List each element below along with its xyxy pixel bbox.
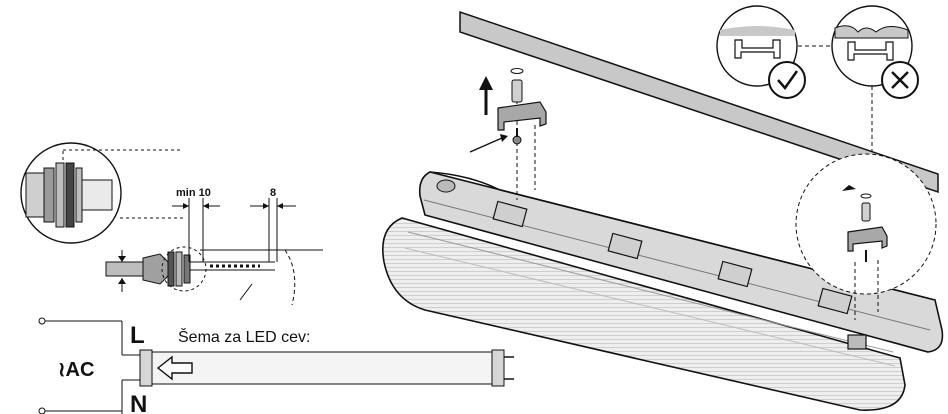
min-10-label: min 10 <box>176 187 211 199</box>
ac-supply-label: ≀AC <box>58 359 94 381</box>
check-icon <box>768 61 806 99</box>
zoom-connector <box>62 149 185 219</box>
housing-clips <box>492 200 867 350</box>
line-terminal-label: L <box>130 322 145 349</box>
callout-connectors <box>798 45 873 152</box>
wiring-schematic <box>38 317 140 414</box>
neutral-terminal-label: N <box>130 391 147 414</box>
left-arrow-icon <box>156 355 193 381</box>
cross-icon <box>881 61 919 99</box>
up-arrow-icon <box>479 76 493 115</box>
luminaire-diffuser <box>382 217 906 411</box>
led-tube <box>139 349 514 387</box>
dimension-strip-8: 8 <box>250 187 296 262</box>
mounting-bracket-left <box>497 68 547 200</box>
strip-8-label: 8 <box>270 187 276 199</box>
insert-arrow <box>469 134 508 153</box>
wiring-title: Šema za LED cev: <box>178 327 311 346</box>
bracket-detail-circle <box>795 153 937 320</box>
dimension-min-10: min 10 <box>172 187 220 262</box>
cable-assembly <box>105 246 323 306</box>
ceiling-beam <box>459 10 939 194</box>
gland-zoom-circle <box>20 142 122 244</box>
